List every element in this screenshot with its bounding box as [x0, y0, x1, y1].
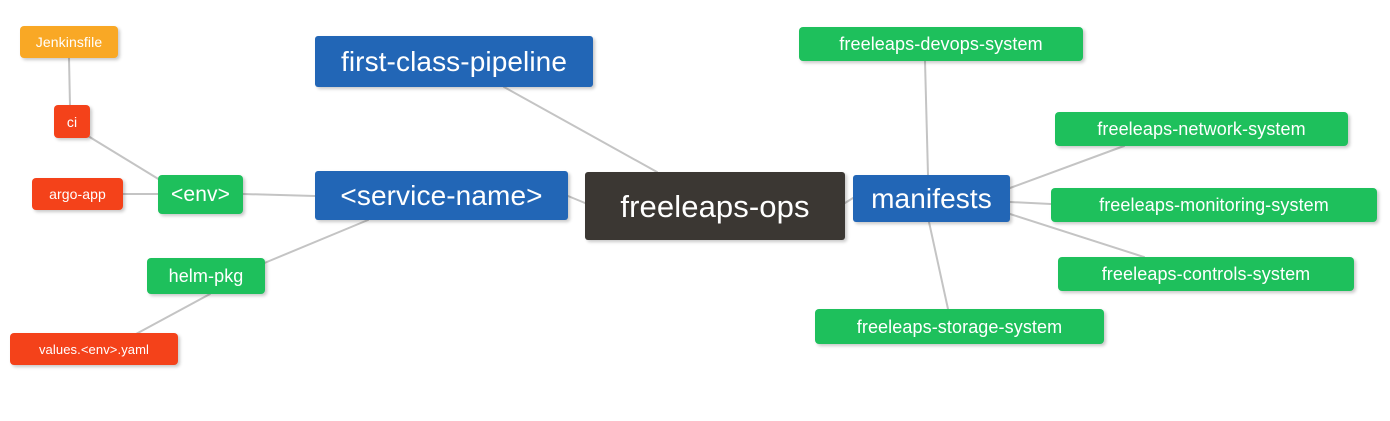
edge-root-manifests — [844, 197, 854, 204]
node-first-class-pipeline-label: first-class-pipeline — [340, 45, 568, 77]
edge-manifests-monitoring — [1009, 201, 1052, 205]
edge-manifests-devops — [924, 60, 929, 176]
node-freeleaps-monitoring-system[interactable]: freeleaps-monitoring-system — [1051, 188, 1377, 222]
node-env-label: <env> — [171, 183, 230, 206]
edge-jenkinsfile-ci — [68, 57, 71, 107]
node-ci[interactable]: ci — [54, 105, 90, 138]
node-helm-pkg[interactable]: helm-pkg — [147, 258, 265, 294]
edge-firstclasspipeline-root — [503, 86, 658, 173]
node-service-name[interactable]: <service-name> — [315, 171, 568, 220]
node-jenkinsfile[interactable]: Jenkinsfile — [20, 26, 118, 58]
node-helm-pkg-label: helm-pkg — [168, 266, 244, 286]
node-values-yaml[interactable]: values.<env>.yaml — [10, 333, 178, 365]
node-root-freeleaps-ops[interactable]: freeleaps-ops — [585, 172, 845, 240]
edge-env-servicename — [242, 193, 316, 197]
node-values-yaml-label: values.<env>.yaml — [38, 341, 150, 357]
node-root-label: freeleaps-ops — [620, 188, 810, 224]
node-ci-label: ci — [66, 113, 78, 130]
node-argo-app[interactable]: argo-app — [32, 178, 123, 210]
node-freeleaps-controls-system-label: freeleaps-controls-system — [1101, 264, 1311, 284]
edge-manifests-storage — [928, 221, 949, 310]
node-env[interactable]: <env> — [158, 175, 243, 214]
node-freeleaps-storage-system-label: freeleaps-storage-system — [856, 316, 1063, 337]
node-freeleaps-devops-system[interactable]: freeleaps-devops-system — [799, 27, 1083, 61]
node-freeleaps-storage-system[interactable]: freeleaps-storage-system — [815, 309, 1104, 344]
node-manifests-label: manifests — [871, 182, 992, 214]
node-jenkinsfile-label: Jenkinsfile — [35, 34, 103, 50]
edge-helmpkg-servicename — [261, 219, 369, 265]
node-freeleaps-controls-system[interactable]: freeleaps-controls-system — [1058, 257, 1354, 291]
edge-servicename-root — [567, 195, 586, 204]
node-freeleaps-devops-system-label: freeleaps-devops-system — [839, 34, 1043, 54]
node-first-class-pipeline[interactable]: first-class-pipeline — [315, 36, 593, 87]
edge-manifests-network — [1009, 145, 1125, 189]
edge-ci-env — [87, 135, 161, 181]
node-argo-app-label: argo-app — [49, 186, 106, 202]
node-service-name-label: <service-name> — [340, 179, 543, 211]
node-freeleaps-network-system-label: freeleaps-network-system — [1097, 119, 1306, 139]
edge-valuesyaml-helmpkg — [135, 293, 211, 335]
node-freeleaps-monitoring-system-label: freeleaps-monitoring-system — [1099, 195, 1329, 215]
node-freeleaps-network-system[interactable]: freeleaps-network-system — [1055, 112, 1348, 146]
node-manifests[interactable]: manifests — [853, 175, 1010, 222]
